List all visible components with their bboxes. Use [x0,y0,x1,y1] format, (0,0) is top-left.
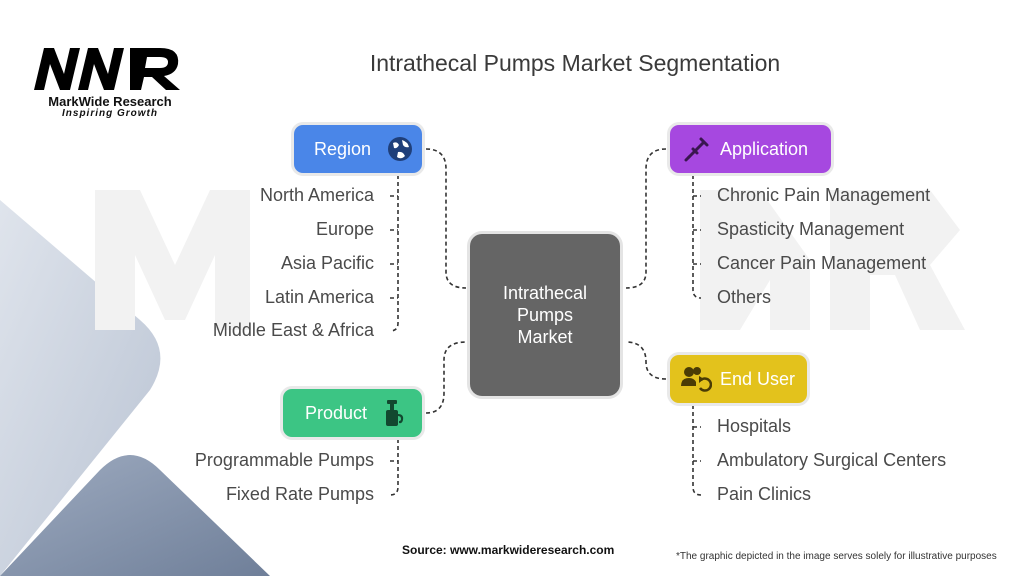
application-item: Cancer Pain Management [717,253,927,273]
brand-tagline: Inspiring Growth [62,108,158,119]
category-product: Product [283,389,422,437]
center-line-3: Market [517,327,573,347]
category-application-label: Application [720,138,809,159]
center-line-2: Pumps [516,305,574,325]
category-product-label: Product [305,402,368,423]
pump-icon [379,398,405,428]
end-user-item: Ambulatory Surgical Centers [717,450,947,470]
region-item: North America [259,185,374,205]
center-node: Intrathecal Pumps Market [470,234,620,396]
product-item: Programmable Pumps [194,450,374,470]
region-item: Latin America [264,287,374,307]
watermark [95,190,965,330]
globe-icon [385,134,415,164]
page-title: Intrathecal Pumps Market Segmentation [369,50,781,76]
application-item: Others [717,287,772,307]
background-shape-light [0,200,161,576]
region-item: Asia Pacific [280,253,374,273]
region-item: Europe [315,219,374,239]
product-item: Fixed Rate Pumps [225,484,374,504]
source-credit: Source: www.markwideresearch.com [402,543,615,557]
disclaimer-note: *The graphic depicted in the image serve… [676,551,997,562]
brand-logo-mark [30,40,190,94]
application-item: Spasticity Management [717,219,905,239]
syringe-icon [682,134,712,164]
category-end-user-label: End User [720,368,796,389]
end-user-item: Pain Clinics [717,484,812,504]
region-item: Middle East & Africa [212,320,374,340]
category-region: Region [294,125,422,173]
category-region-label: Region [314,138,372,159]
category-application: Application [670,125,831,173]
background-shape-dark [0,455,270,576]
category-end-user: End User [670,355,807,403]
center-line-1: Intrathecal [502,283,588,303]
users-refresh-icon [680,364,712,394]
application-item: Chronic Pain Management [717,185,931,205]
brand-name: MarkWide Research [48,94,172,109]
end-user-item: Hospitals [717,416,792,436]
